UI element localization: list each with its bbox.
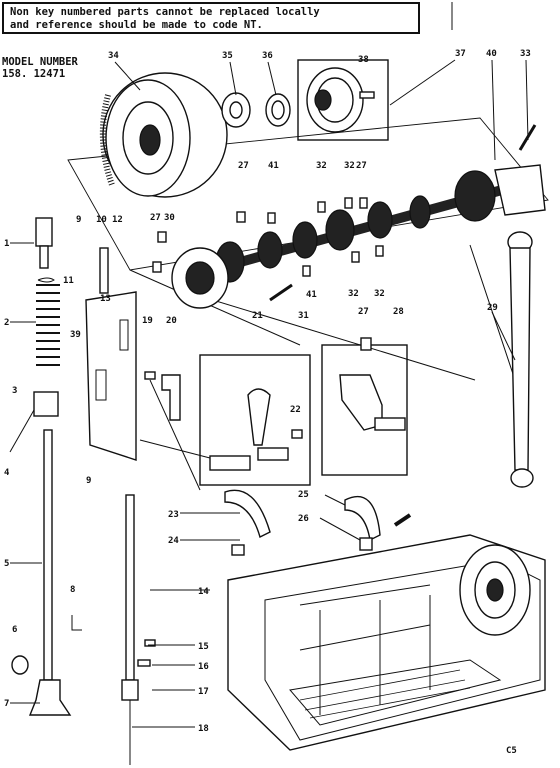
set-screws: [152, 197, 384, 302]
label-32d: 32: [374, 289, 385, 299]
label-38: 38: [358, 55, 369, 65]
label-14: 14: [198, 587, 209, 597]
label-32b: 32: [344, 161, 355, 171]
notice-box: Non key numbered parts cannot be replace…: [2, 2, 420, 34]
label-37: 37: [455, 49, 466, 59]
label-18: 18: [198, 724, 209, 734]
label-1: 1: [4, 239, 9, 249]
label-5: 5: [4, 559, 9, 569]
label-9b: 9: [86, 476, 91, 486]
label-41b: 41: [306, 290, 317, 300]
label-6: 6: [12, 625, 17, 635]
label-23: 23: [168, 510, 179, 520]
label-27c: 27: [356, 161, 367, 171]
presser-bar-assembly: [11, 217, 82, 716]
bobbin-winder-box: [297, 59, 389, 141]
label-36: 36: [262, 51, 273, 61]
model-label: MODEL NUMBER: [2, 56, 78, 68]
label-41a: 41: [268, 161, 279, 171]
label-17: 17: [198, 687, 209, 697]
notice-line-2: and reference should be made to code NT.: [10, 19, 263, 31]
label-34: 34: [108, 51, 119, 61]
needle-bar: [121, 494, 156, 765]
label-27d: 27: [358, 307, 369, 317]
label-28: 28: [393, 307, 404, 317]
washers: [221, 92, 291, 128]
feed-box: [321, 337, 408, 476]
label-24: 24: [168, 536, 179, 546]
label-8: 8: [70, 585, 75, 595]
label-25: 25: [298, 490, 309, 500]
main-shaft: [171, 124, 546, 309]
label-10: 10: [96, 215, 107, 225]
label-33: 33: [520, 49, 531, 59]
hand-wheel: [99, 72, 228, 198]
label-32a: 32: [316, 161, 327, 171]
part-number-labels: 1 2 3 4 5 6 7 8 9 9 10 11 12 13 14 15 16…: [4, 49, 531, 756]
label-11: 11: [63, 276, 74, 286]
zigzag-guide-box: [199, 354, 311, 486]
label-27a: 27: [238, 161, 249, 171]
label-27b: 27: [150, 213, 161, 223]
label-7: 7: [4, 699, 9, 709]
machine-inset: [227, 534, 546, 751]
levers: [224, 489, 412, 556]
label-15: 15: [198, 642, 209, 652]
label-30: 30: [164, 213, 175, 223]
leader-lines: [9, 59, 529, 728]
label-31: 31: [298, 311, 309, 321]
model-number: 158. 12471: [2, 68, 66, 80]
label-4: 4: [4, 468, 10, 478]
guide-lines: [67, 2, 549, 491]
label-32c: 32: [348, 289, 359, 299]
label-19: 19: [142, 316, 153, 326]
label-40: 40: [486, 49, 497, 59]
code-label: C5: [506, 746, 517, 756]
label-20: 20: [166, 316, 177, 326]
label-3: 3: [12, 386, 17, 396]
label-2: 2: [4, 318, 9, 328]
label-35: 35: [222, 51, 233, 61]
label-9a: 9: [76, 215, 81, 225]
label-39: 39: [70, 330, 81, 340]
label-21: 21: [252, 311, 263, 321]
model-block: MODEL NUMBER 158. 12471: [2, 56, 78, 80]
needle-bar-frame: [85, 247, 181, 461]
connecting-link: [507, 231, 534, 488]
label-13: 13: [100, 294, 111, 304]
label-22: 22: [290, 405, 301, 415]
label-29: 29: [487, 303, 498, 313]
notice-line-1: Non key numbered parts cannot be replace…: [10, 6, 320, 18]
label-16: 16: [198, 662, 209, 672]
label-12: 12: [112, 215, 123, 225]
label-26: 26: [298, 514, 309, 524]
